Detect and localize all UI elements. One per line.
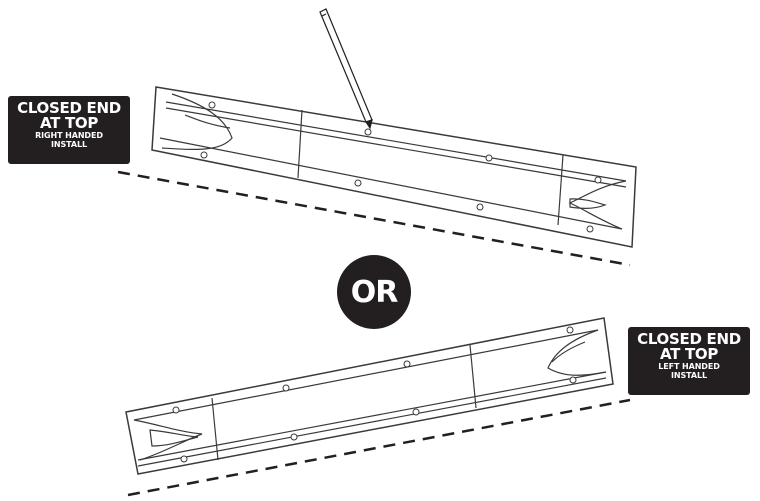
label-line-4: INSTALL: [671, 371, 707, 381]
label-closed-end-left-handed: CLOSED END AT TOP LEFT HANDED INSTALL: [628, 327, 750, 395]
label-line-3: RIGHT HANDED: [35, 131, 103, 140]
gutter-left-handed: [125, 317, 614, 475]
label-line-1: CLOSED END: [17, 99, 121, 117]
dashed-guide-top: [117, 170, 631, 267]
pencil-icon: [319, 8, 373, 130]
dashed-guide-bottom: [127, 398, 631, 497]
screws-top: [200, 101, 602, 233]
label-line-1: CLOSED END: [637, 330, 741, 348]
label-line-2: AT TOP: [659, 345, 719, 363]
or-badge: OR: [337, 255, 411, 329]
screws-bottom: [172, 326, 577, 463]
label-line-2: AT TOP: [39, 114, 99, 132]
gutter-right-handed: [151, 86, 637, 248]
label-line-4: INSTALL: [51, 140, 87, 150]
label-line-3: LEFT HANDED: [658, 362, 720, 371]
label-closed-end-right-handed: CLOSED END AT TOP RIGHT HANDED INSTALL: [8, 96, 130, 164]
